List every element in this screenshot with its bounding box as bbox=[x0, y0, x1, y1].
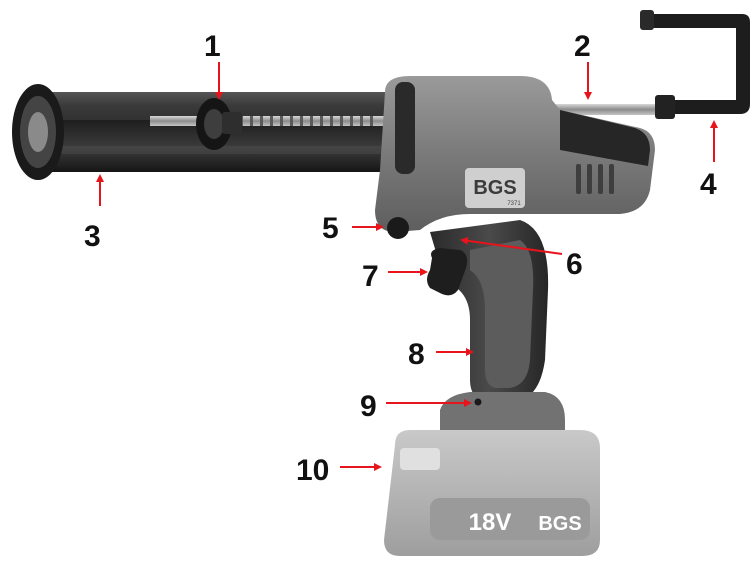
brand-plate bbox=[465, 168, 525, 208]
battery-release-tab bbox=[400, 448, 440, 470]
battery-voltage-label: 18V bbox=[469, 509, 512, 536]
callout-number-9: 9 bbox=[360, 390, 377, 423]
rack-rod bbox=[540, 95, 675, 119]
callout-number-6: 6 bbox=[566, 248, 583, 281]
callout-number-3: 3 bbox=[84, 220, 101, 253]
led-light bbox=[474, 398, 482, 406]
model-label: 7371 bbox=[507, 201, 521, 207]
callout-number-5: 5 bbox=[322, 212, 339, 245]
vent-slots bbox=[576, 164, 614, 194]
plunger-disc bbox=[196, 98, 242, 150]
callout-number-1: 1 bbox=[204, 30, 221, 63]
callout-number-10: 10 bbox=[296, 454, 329, 487]
motor-housing: BGS 7371 bbox=[375, 76, 655, 232]
callout-number-4: 4 bbox=[700, 168, 717, 201]
battery-label-plate bbox=[430, 498, 590, 540]
callout-number-8: 8 bbox=[408, 338, 425, 371]
battery-brand-logo: BGS bbox=[538, 513, 581, 535]
brand-logo: BGS bbox=[473, 177, 516, 199]
callout-number-7: 7 bbox=[362, 260, 379, 293]
battery-pack: 18V BGS bbox=[384, 430, 600, 556]
handle-grip bbox=[430, 220, 549, 402]
callout-arrows bbox=[96, 62, 718, 471]
callout-numbers: 1 2 3 4 5 6 7 8 9 10 bbox=[84, 30, 717, 487]
pull-handle bbox=[640, 10, 750, 114]
callout-number-2: 2 bbox=[574, 30, 591, 63]
release-button bbox=[387, 217, 409, 239]
trigger bbox=[427, 248, 468, 296]
callout-arrow-6 bbox=[460, 236, 563, 255]
